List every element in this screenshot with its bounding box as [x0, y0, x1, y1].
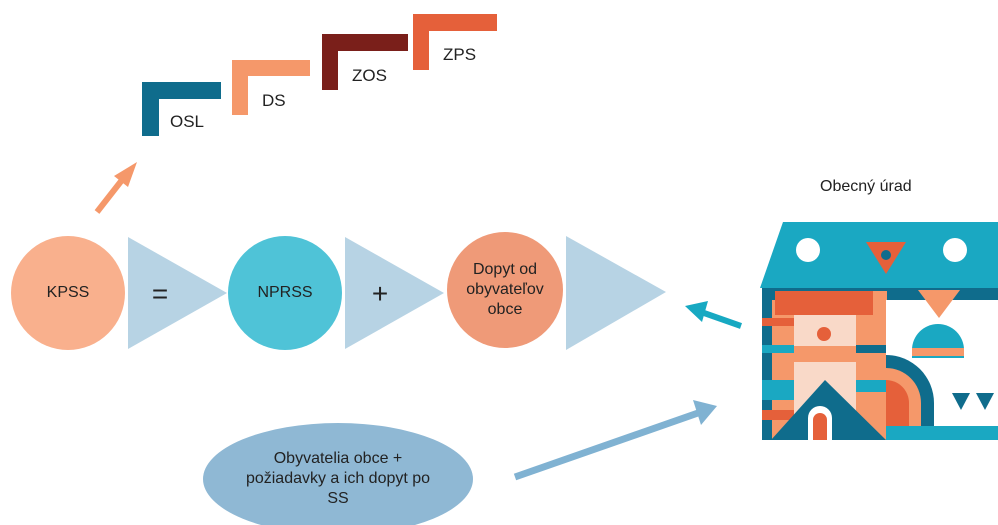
plus-sign: +: [371, 278, 389, 309]
arrow-from-office: [685, 301, 742, 329]
equals-sign: =: [151, 278, 169, 309]
residents-label: Obyvatelia obce + požiadavky a ich dopyt…: [245, 450, 431, 507]
step-label-zps: ZPS: [443, 45, 477, 64]
residents-ellipse: [203, 423, 473, 525]
triangle-3: [566, 236, 666, 350]
arrow-to-steps: [94, 162, 137, 214]
arrow-residents-to-office: [513, 400, 717, 481]
step-label-zos: ZOS: [352, 66, 387, 85]
office-building-icon: [760, 222, 998, 440]
triangle-2: [345, 237, 444, 349]
office-label: Obecný úrad: [820, 178, 912, 195]
nprss-label: NPRSS: [257, 284, 313, 301]
step-osl-shape: [142, 82, 221, 136]
step-zos-shape: [322, 34, 408, 90]
demand-label: Dopyt od obyvateľov obce: [466, 261, 544, 318]
demand-circle: [447, 232, 563, 348]
nprss-circle: [228, 236, 342, 350]
kpss-label: KPSS: [46, 284, 90, 301]
kpss-circle: [11, 236, 125, 350]
step-label-ds: DS: [262, 91, 286, 110]
step-zps-shape: [413, 14, 497, 70]
triangle-1: [128, 237, 227, 349]
step-label-osl: OSL: [170, 112, 205, 131]
step-ds-shape: [232, 60, 310, 115]
